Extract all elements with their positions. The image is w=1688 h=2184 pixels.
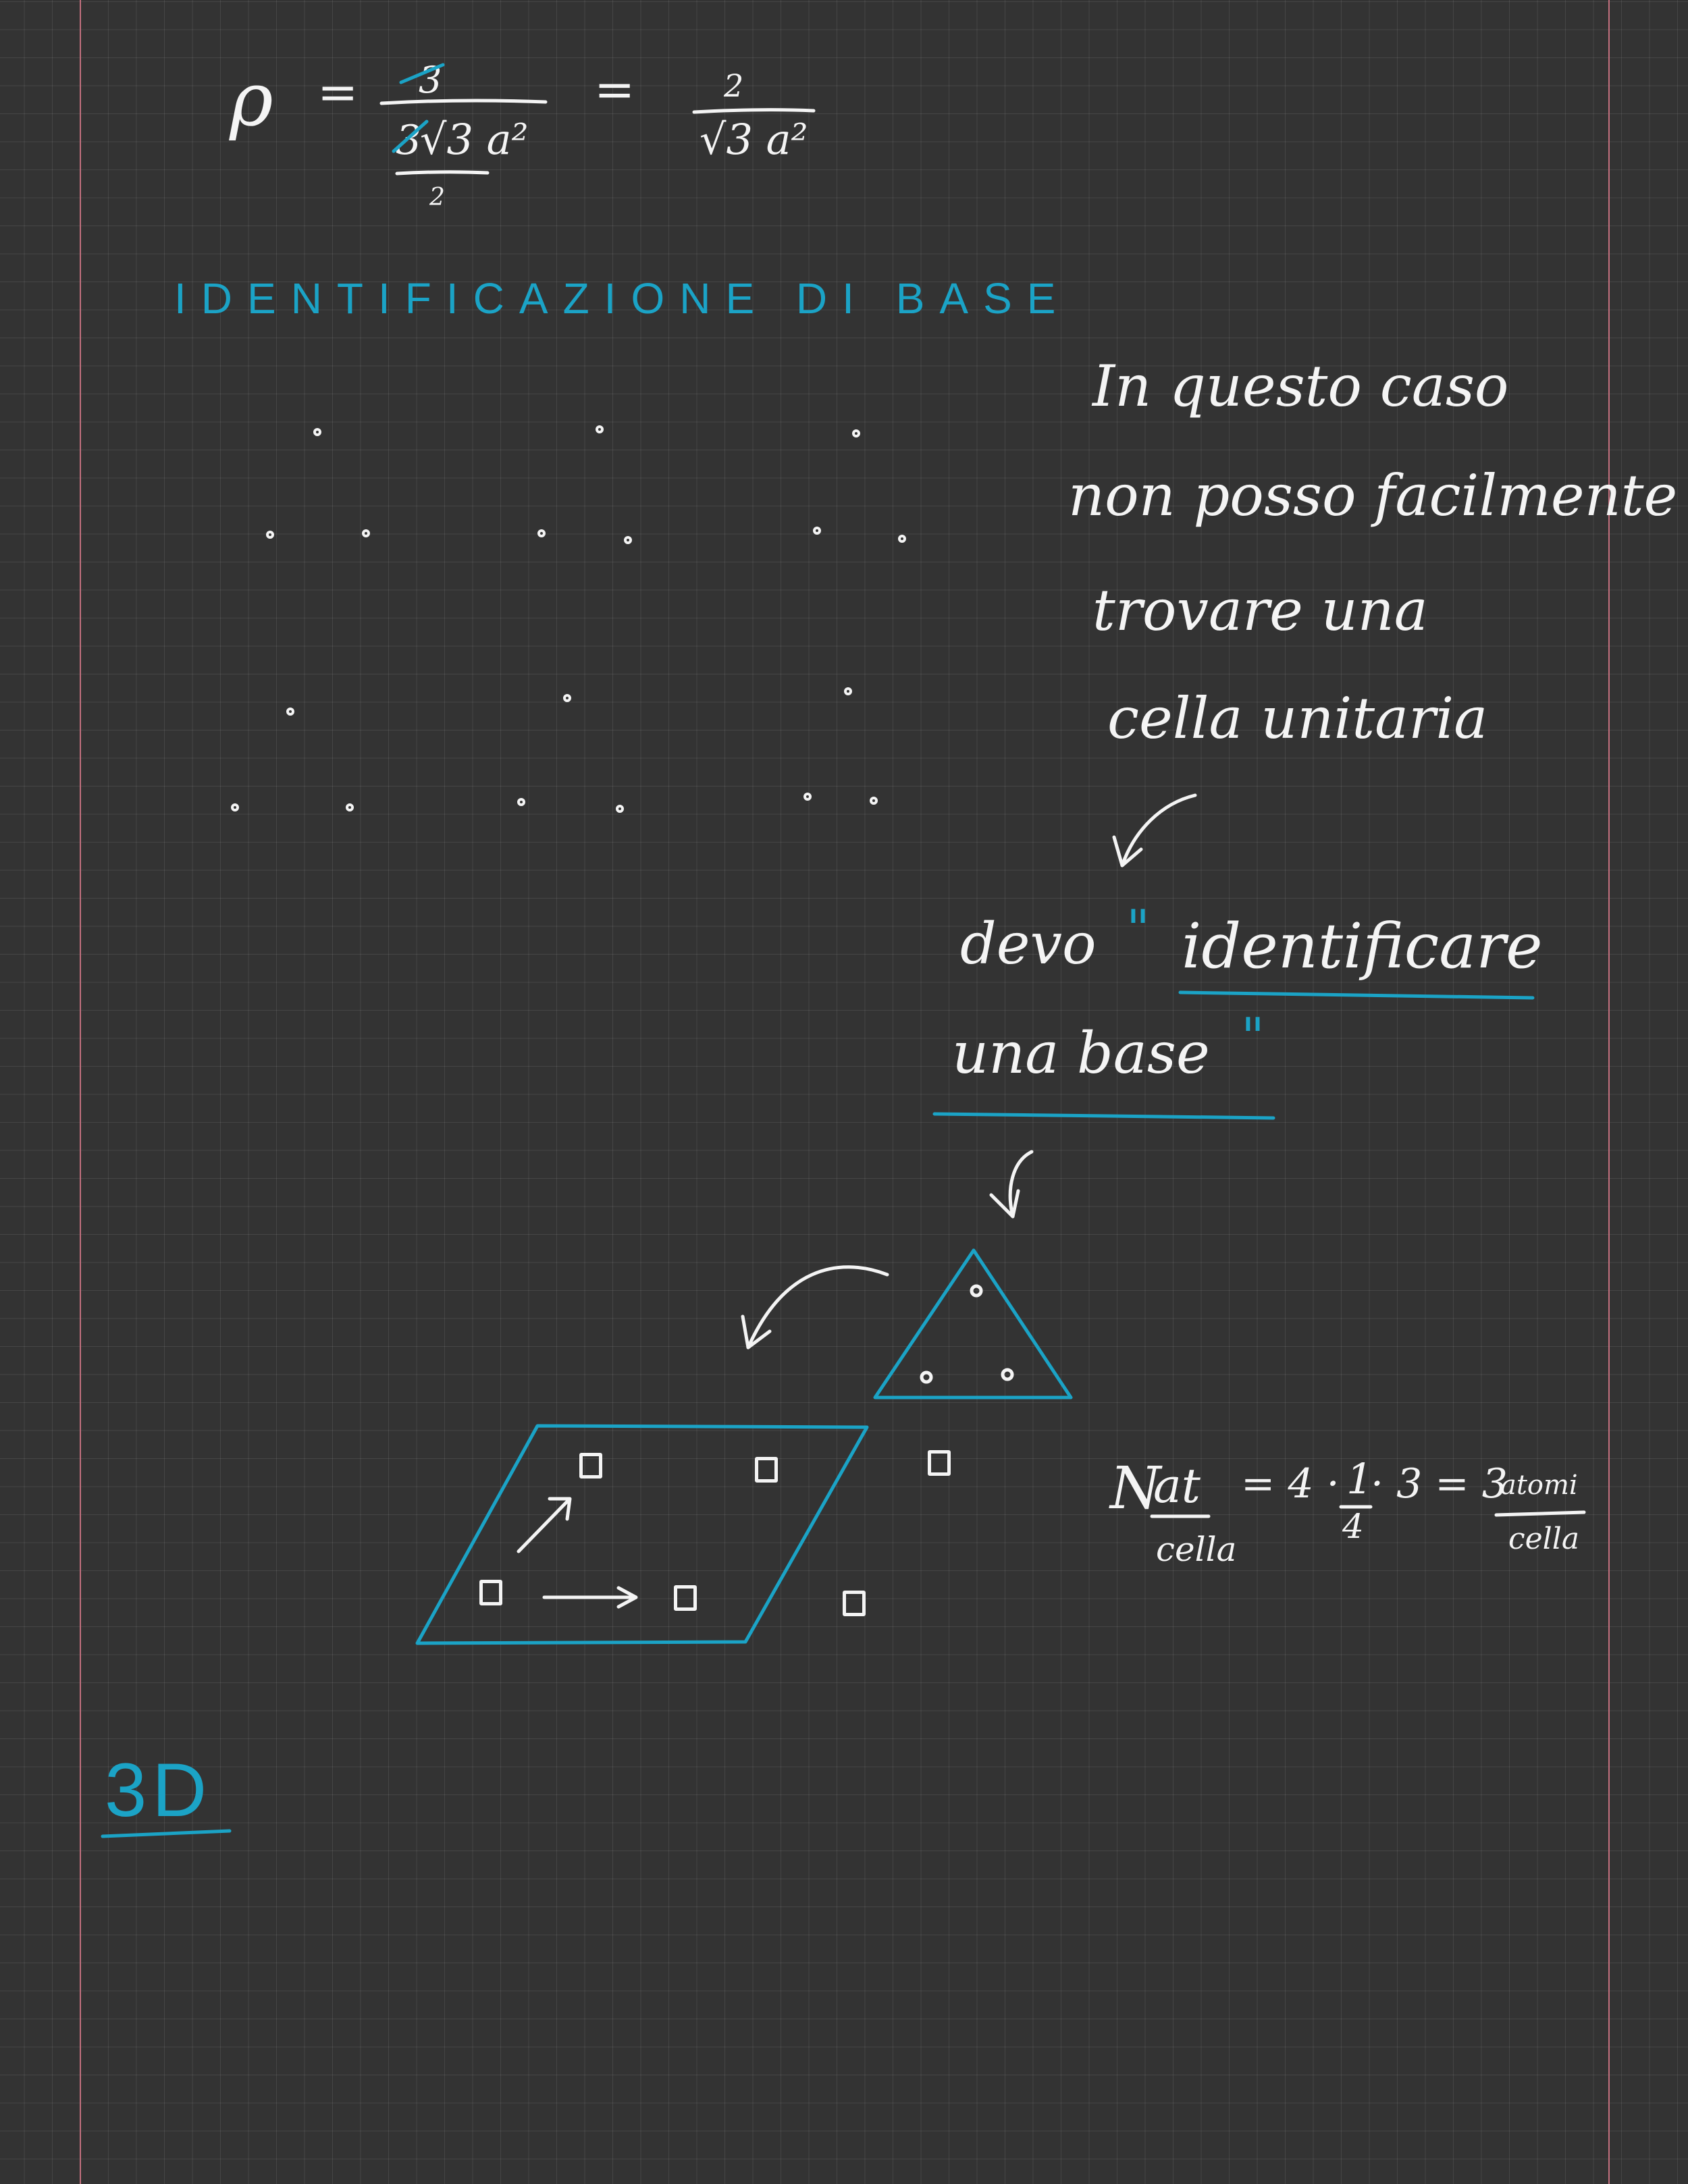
note-line-2: non posso facilmente [1068,462,1678,529]
lattice-dot [898,535,906,543]
lattice-dot [870,797,878,805]
basis-square [843,1591,866,1616]
basis-triangle [873,1248,1073,1400]
section-3d-title: 3D [105,1748,213,1832]
basis-square [479,1580,502,1605]
lattice-dot [362,529,370,537]
quote-open: " [1126,899,1150,959]
denominator-1: √3 a² [420,115,529,164]
curved-arrow-head [741,1314,772,1350]
lattice-dot [563,694,571,702]
rho-symbol: ρ [230,56,273,142]
fraction-bar-2 [692,108,816,114]
atoms-at: at [1153,1458,1201,1514]
arrow-down-2-head [989,1189,1020,1219]
lattice-dot [313,428,321,436]
atoms-frac-num: 1 [1346,1454,1373,1503]
lattice-dot [616,805,624,813]
lattice-dot [803,793,812,801]
lattice-dot [266,531,274,539]
fraction-bar-1 [379,99,548,105]
atoms-frac-den: 4 [1342,1507,1364,1546]
atoms-unit-num: atomi [1500,1470,1578,1501]
atoms-rhs-2: · 3 = 3 [1371,1460,1508,1508]
atoms-unit-den: cella [1508,1522,1580,1556]
heading-identificazione-di-base: IDENTIFICAZIONE DI BASE [174,274,1071,323]
arrow-down-1-head [1112,835,1143,868]
triangle-atom [970,1284,983,1298]
conclusion-prefix: devo [960,911,1097,977]
basis-square [928,1450,951,1476]
lattice-dot [852,429,860,437]
arrow-down-1 [1120,793,1197,868]
numerator-2: 2 [724,68,744,104]
lattice-dot [346,803,354,811]
numerator-1: 3 [419,59,442,101]
equals-sign: = [317,63,359,120]
right-margin-line [1608,0,1610,2184]
note-line-1: In questo caso [1092,353,1509,419]
atoms-cella-sub: cella [1156,1530,1237,1569]
conclusion-word: identificare [1182,910,1543,982]
left-margin-line [80,0,81,2184]
lattice-dot [596,425,604,433]
vector-a1-head [616,1586,638,1609]
denominator-1-three: 3 [396,117,422,164]
denominator-1-sub: 2 [429,184,445,211]
lattice-dot [517,798,525,806]
basis-square [755,1457,778,1483]
lattice-dot [231,803,239,811]
lattice-dot [286,708,294,716]
curved-arrow [746,1265,889,1350]
atoms-N: N [1110,1455,1161,1522]
fraction-bar-sub [395,170,490,176]
lattice-dot [844,687,852,695]
denominator-2: √3 a² [700,115,808,164]
basis-square [579,1453,602,1479]
lattice-dot [813,527,821,535]
vector-a2-head [548,1497,572,1521]
unit-cell-parallelogram [415,1424,869,1645]
note-line-3: trovare una [1092,577,1428,643]
underline-una-base [932,1112,1275,1120]
underline-identificare [1178,990,1535,1000]
equals-sign-2: = [594,61,635,117]
vector-a2 [517,1498,571,1553]
atoms-rhs: = 4 · [1241,1460,1340,1508]
note-line-4: cella unitaria [1107,685,1488,751]
quote-close: " [1241,1007,1265,1067]
lattice-dot [537,529,546,537]
arrow-down-2 [1008,1150,1034,1219]
atoms-unit-bar [1494,1510,1586,1517]
triangle-atom [920,1370,933,1384]
basis-square [674,1585,697,1611]
conclusion-line-2: una base [952,1020,1210,1086]
triangle-atom [1001,1368,1014,1381]
lattice-dot [624,536,632,544]
